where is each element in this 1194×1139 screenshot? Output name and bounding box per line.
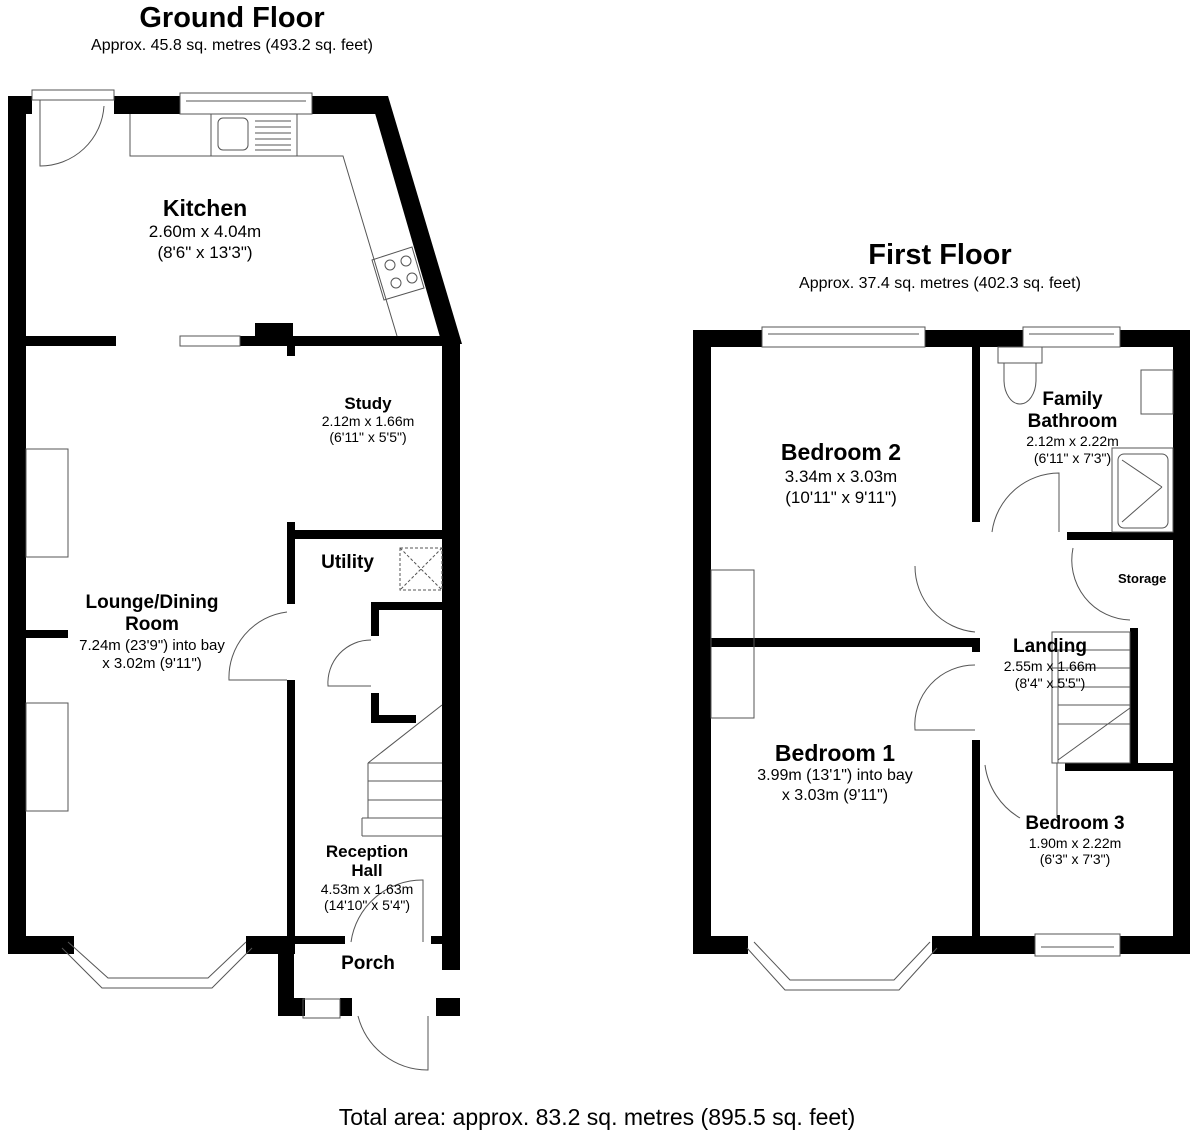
room-bedroom1-name: Bedroom 1 (774, 740, 896, 766)
room-landing-name: Landing (1013, 636, 1087, 657)
room-porch-name: Porch (341, 953, 395, 974)
room-reception-hall-dim-imperial: (14'10" x 5'4") (323, 897, 411, 913)
room-lounge-name-line1: Lounge/Dining (85, 592, 219, 613)
room-bedroom1-dim-line2: x 3.03m (9'11") (781, 787, 889, 804)
room-kitchen-dim-metric: 2.60m x 4.04m (148, 222, 262, 241)
room-reception-hall-name-line2: Hall (351, 861, 383, 880)
first-floor-title: First Floor (868, 239, 1012, 271)
room-study-dim-metric: 2.12m x 1.66m (321, 413, 415, 429)
room-study-dim-imperial: (6'11" x 5'5") (329, 429, 407, 445)
room-landing-dim-metric: 2.55m x 1.66m (1003, 658, 1097, 674)
room-bedroom2-name: Bedroom 2 (780, 439, 902, 465)
room-bathroom-name-line1: Family (1042, 389, 1103, 410)
ground-floor-fixtures (25, 89, 443, 1071)
first-floor-plan (693, 330, 1190, 954)
room-kitchen-name: Kitchen (162, 195, 248, 221)
room-bedroom3-name: Bedroom 3 (1025, 813, 1125, 834)
room-bedroom1-dim-line1: 3.99m (13'1") into bay (757, 767, 913, 784)
ground-floor-title: Ground Floor (139, 2, 325, 34)
room-bathroom-dim-imperial: (6'11" x 7'3") (1033, 450, 1112, 466)
room-utility-name: Utility (321, 552, 374, 573)
room-lounge-dim-line1: 7.24m (23'9") into bay (79, 637, 225, 654)
room-bathroom-name-line2: Bathroom (1027, 411, 1118, 432)
room-landing-dim-imperial: (8'4" x 5'5") (1014, 675, 1086, 691)
total-area: Total area: approx. 83.2 sq. metres (895… (338, 1104, 856, 1130)
room-lounge-dim-line2: x 3.02m (9'11") (102, 655, 202, 672)
room-bedroom2-dim-metric: 3.34m x 3.03m (784, 467, 898, 486)
room-bedroom3-dim-metric: 1.90m x 2.22m (1028, 835, 1122, 851)
ground-floor-area: Approx. 45.8 sq. metres (493.2 sq. feet) (91, 37, 373, 54)
first-floor-area: Approx. 37.4 sq. metres (402.3 sq. feet) (799, 275, 1081, 292)
room-kitchen-dim-imperial: (8'6" x 13'3") (157, 243, 253, 262)
room-bathroom-dim-metric: 2.12m x 2.22m (1026, 433, 1119, 449)
room-reception-hall-dim-metric: 4.53m x 1.63m (320, 881, 414, 897)
room-reception-hall-name-line1: Reception (325, 842, 409, 861)
room-storage-name: Storage (1118, 571, 1167, 586)
room-bedroom2-dim-imperial: (10'11" x 9'11") (785, 488, 897, 507)
room-bedroom3-dim-imperial: (6'3" x 7'3") (1039, 851, 1111, 867)
first-floor-fixtures (710, 326, 1174, 991)
ground-floor-plan (8, 96, 462, 1016)
room-lounge-name-line2: Room (125, 614, 179, 635)
room-study-name: Study (344, 394, 392, 413)
